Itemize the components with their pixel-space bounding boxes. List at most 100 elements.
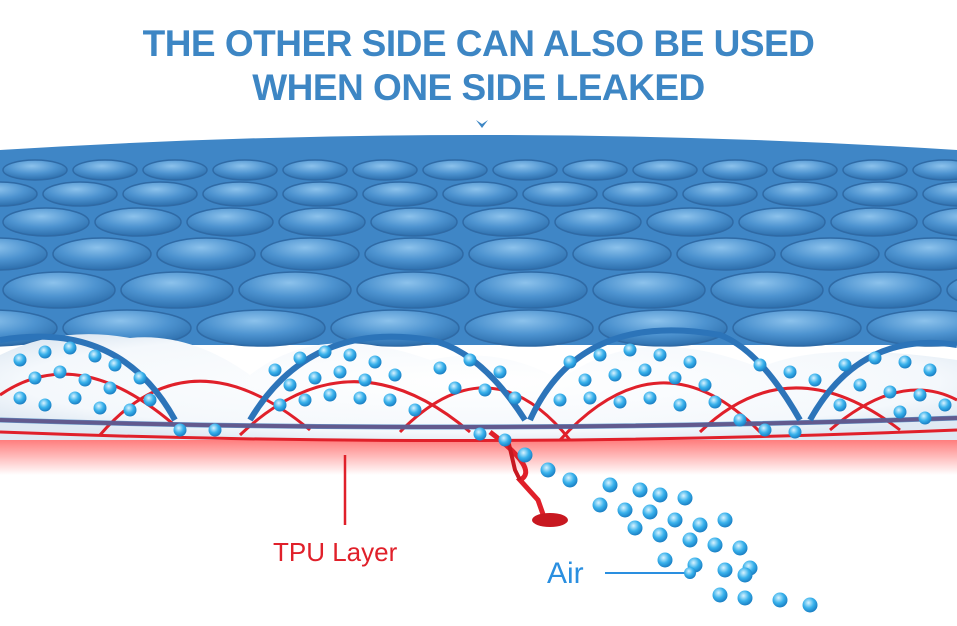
air-bubble [353,391,367,405]
mat-cell [120,271,234,309]
air-bubble [88,349,102,363]
air-bubble [498,433,512,447]
headline-line-1: THE OTHER SIDE CAN ALSO BE USED [142,23,815,64]
air-bubble [13,353,27,367]
air-bubble [208,423,222,437]
mat-cell [278,207,366,237]
air-bubble [323,388,337,402]
mat-cell [468,237,568,271]
air-bubble [540,462,556,478]
air-bubble [593,348,607,362]
air-bubble [938,398,952,412]
mat-cell [866,309,957,347]
air-bubble [343,348,357,362]
air-bubble [623,343,637,357]
mat-cell [362,181,438,207]
air-bubble [652,527,668,543]
mat-cell [462,207,550,237]
mat-cell [464,309,594,347]
air-bubble [657,552,673,568]
mat-cell [738,207,826,237]
air-bubble [283,378,297,392]
air-bubble [668,371,682,385]
mat-cell [212,159,278,181]
mat-cell [2,207,90,237]
air-bubble [667,512,683,528]
air-bubble [553,393,567,407]
air-bubble [463,353,477,367]
mat-cell [830,207,918,237]
air-bubble [63,341,77,355]
air-bubbles [13,341,952,613]
air-bubble [683,355,697,369]
air-bubble [617,502,633,518]
headline-line-2: WHEN ONE SIDE LEAKED [252,67,705,108]
air-bubble [433,361,447,375]
mat-cell [52,237,152,271]
mat-cell [0,181,38,207]
mat-cell [646,207,734,237]
air-bubble [333,365,347,379]
air-bubble [893,405,907,419]
air-bubble [133,371,147,385]
mat-cell [356,271,470,309]
air-bubble [698,378,712,392]
air-bubble [732,540,748,556]
air-bubble [682,532,698,548]
air-bubble [712,587,728,603]
air-bubble [78,373,92,387]
air-bubble [918,411,932,425]
mat-cell [238,271,352,309]
air-bubble [28,371,42,385]
air-bubble [653,348,667,362]
air-bubble [684,567,696,579]
mat-cell [922,181,957,207]
air-bubble [608,368,622,382]
mat-cell [260,237,360,271]
air-bubble [733,413,747,427]
mat-cell [676,237,776,271]
air-bubble [173,423,187,437]
air-bubble [383,393,397,407]
air-bubble [93,401,107,415]
air-bubble [38,398,52,412]
air-bubble [833,398,847,412]
air-bubble [273,398,287,412]
air-bubble [652,487,668,503]
mat-cell [122,181,198,207]
air-bubble [868,351,882,365]
mat-cell [732,309,862,347]
air-bubble [602,477,618,493]
air-bubble [583,391,597,405]
mat-cell [710,271,824,309]
mat-cell [922,207,957,237]
mat-cell [828,271,942,309]
mat-cell [156,237,256,271]
air-bubble [517,447,533,463]
air-bubble [898,355,912,369]
air-bubble [103,381,117,395]
air-bubble [448,381,462,395]
air-bubble [772,592,788,608]
air-bubble [268,363,282,377]
mat-cell [772,159,838,181]
air-bubble [358,373,372,387]
air-bubble [838,358,852,372]
air-bubble [368,355,382,369]
mat-cell [572,237,672,271]
air-bubble [923,363,937,377]
mat-cell [842,181,918,207]
mat-cell [474,271,588,309]
air-label: Air [547,557,584,590]
air-bubble [562,472,578,488]
air-bubble [68,391,82,405]
air-bubble [788,425,802,439]
mat-cell [364,237,464,271]
air-bubble [638,363,652,377]
mat-cell [842,159,908,181]
air-bubble [408,403,422,417]
mat-cell [42,181,118,207]
air-bubble [883,385,897,399]
mat-cell [762,181,838,207]
